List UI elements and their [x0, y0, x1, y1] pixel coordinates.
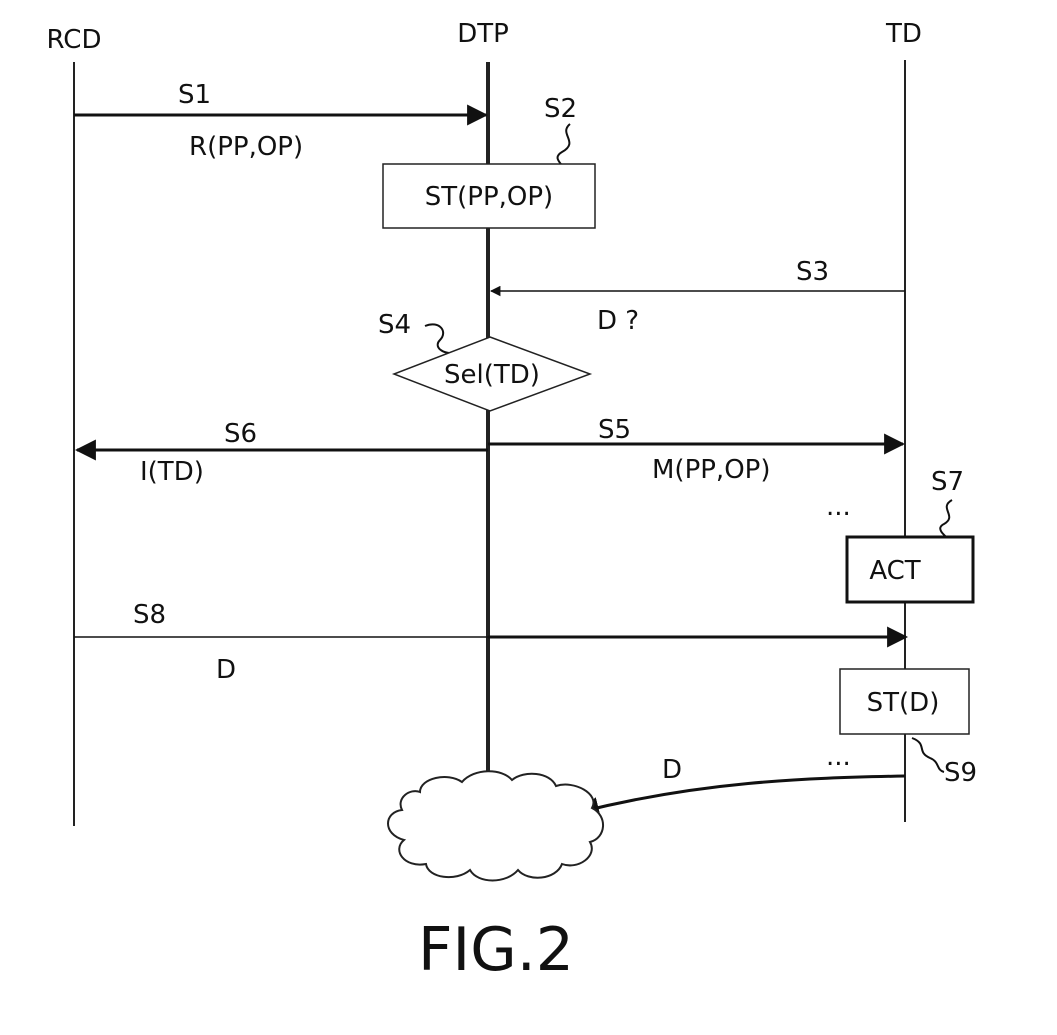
step-label-s3: S3: [796, 257, 829, 287]
lifeline-label-dtp: DTP: [457, 19, 509, 49]
step-pointer-s4: [425, 324, 458, 353]
ellipsis-s7: ...: [826, 492, 851, 522]
message-label-s3: D ?: [597, 306, 639, 336]
message-label-s8: D: [216, 655, 236, 685]
message-label-s9: D: [662, 755, 682, 785]
step-label-s7: S7: [931, 467, 964, 497]
message-label-s5: M(PP,OP): [652, 455, 771, 485]
figure-label: FIG.2: [418, 915, 574, 985]
step-label-s5: S5: [598, 415, 631, 445]
decision-label-s4: Sel(TD): [444, 360, 540, 390]
step-pointer-s9: [912, 738, 944, 772]
process-box-label-s7: ACT: [869, 556, 920, 586]
process-box-label-s2: ST(PP,OP): [425, 182, 553, 212]
message-arrow-s9: [580, 776, 905, 812]
lifeline-label-td: TD: [885, 19, 922, 49]
ellipsis-s9: ...: [826, 742, 851, 772]
cloud-shape: [388, 771, 603, 880]
step-label-s4: S4: [378, 310, 411, 340]
step-label-s2: S2: [544, 94, 577, 124]
lifeline-label-rcd: RCD: [47, 25, 102, 55]
step-label-s9: S9: [944, 758, 977, 788]
message-label-s6: I(TD): [140, 457, 204, 487]
step-label-s1: S1: [178, 80, 211, 110]
step-label-s8: S8: [133, 600, 166, 630]
message-label-s1: R(PP,OP): [189, 132, 303, 162]
step-label-s6: S6: [224, 419, 257, 449]
process-box-label-s9: ST(D): [867, 688, 940, 718]
